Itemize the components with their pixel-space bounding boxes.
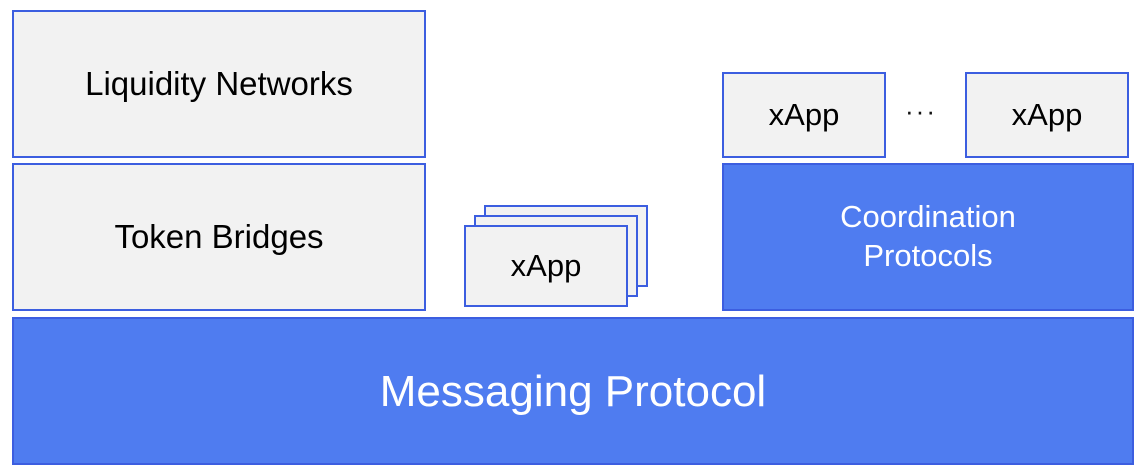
coordination-protocols-box: Coordination Protocols bbox=[722, 163, 1134, 311]
token-bridges-box: Token Bridges bbox=[12, 163, 426, 311]
xapp-box-left: xApp bbox=[722, 72, 886, 158]
xapp-stack-label: xApp bbox=[510, 247, 582, 283]
liquidity-networks-box: Liquidity Networks bbox=[12, 10, 426, 158]
xapp-left-label: xApp bbox=[768, 96, 840, 132]
xapp-box-right: xApp bbox=[965, 72, 1129, 158]
ellipsis-separator: ··· bbox=[905, 96, 937, 127]
xapp-stack-card-front: xApp bbox=[464, 225, 628, 307]
messaging-protocol-box: Messaging Protocol bbox=[12, 317, 1134, 465]
ellipsis-text: ··· bbox=[905, 96, 937, 126]
liquidity-networks-label: Liquidity Networks bbox=[85, 65, 353, 103]
token-bridges-label: Token Bridges bbox=[114, 218, 324, 256]
xapp-right-label: xApp bbox=[1011, 96, 1083, 132]
coordination-protocols-label: Coordination Protocols bbox=[840, 199, 1016, 273]
messaging-protocol-label: Messaging Protocol bbox=[379, 366, 767, 416]
